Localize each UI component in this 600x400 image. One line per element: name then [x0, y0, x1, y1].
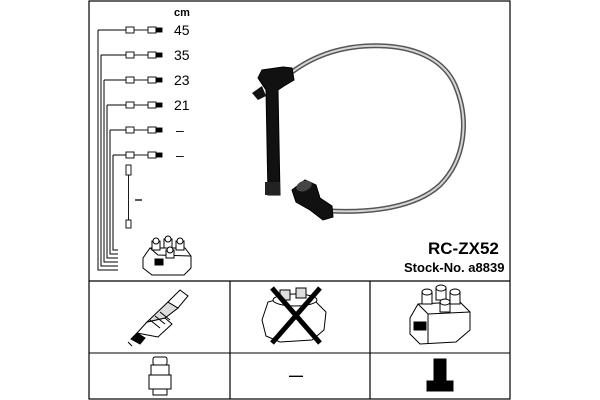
- cable-icons: [125, 26, 163, 229]
- plug-connector-icon: [148, 356, 172, 396]
- cable-6-icon: [125, 151, 163, 159]
- length-label-5: –: [176, 122, 184, 138]
- length-label-6: –: [176, 147, 184, 163]
- length-label-2: 35: [174, 47, 190, 63]
- cable-23-icon: [125, 76, 163, 84]
- spark-plug-icon: [127, 289, 189, 347]
- coil-connector-icon: [426, 358, 454, 392]
- cable-45-icon: [125, 26, 163, 34]
- product-code: RC-ZX52: [428, 239, 499, 258]
- outer-frame: [88, 0, 511, 400]
- vertical-cable-icon: [125, 164, 142, 229]
- length-label-4: 21: [174, 97, 190, 113]
- main-cable-drawing: [252, 43, 466, 221]
- cable-legend: [97, 29, 126, 271]
- distributor-cap-crossed-icon: [261, 286, 327, 345]
- small-coil-icon: [142, 235, 192, 276]
- unit-label: cm: [174, 7, 190, 19]
- stock-number: Stock-No. a8839: [404, 260, 505, 275]
- plug-connector-dash: —: [289, 367, 303, 383]
- length-label-1: 45: [174, 22, 190, 38]
- cable-5-icon: [125, 126, 163, 134]
- length-label-3: 23: [174, 72, 190, 88]
- cable-21-icon: [125, 101, 163, 109]
- cable-35-icon: [125, 51, 163, 59]
- ignition-coil-icon: [409, 284, 471, 345]
